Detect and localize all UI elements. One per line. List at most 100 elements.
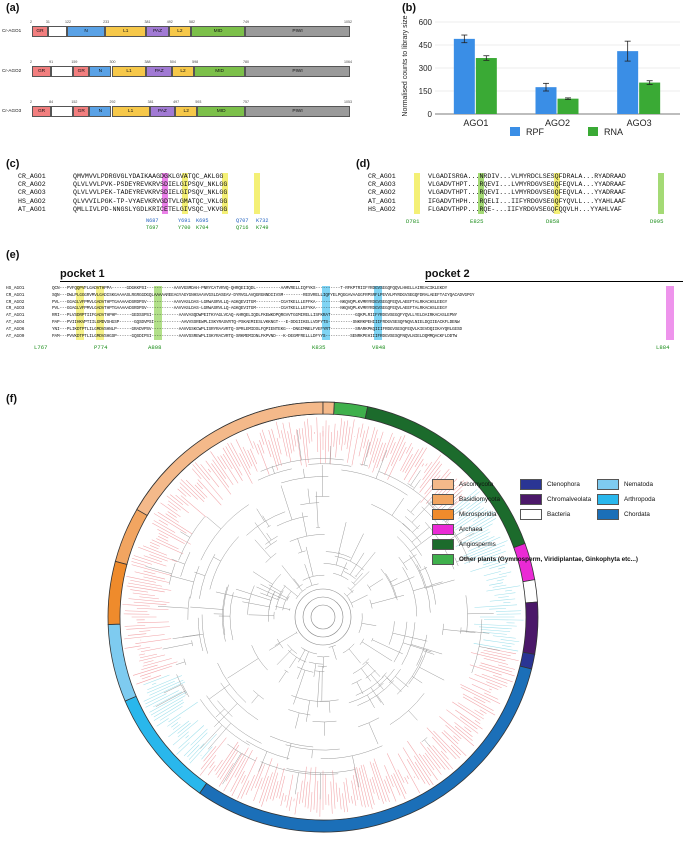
- internal-branch: [352, 755, 360, 788]
- domain-linker-2: [51, 106, 74, 117]
- leaf-branch: [474, 604, 517, 608]
- domain-N-0: N: [66, 26, 106, 37]
- leaf-branch: [310, 425, 313, 442]
- internal-branch: [416, 564, 431, 613]
- internal-branch: [268, 584, 282, 593]
- legend-label-RNA: RNA: [604, 127, 623, 137]
- domain-label: MID: [215, 69, 224, 74]
- leaf-branch: [332, 770, 336, 809]
- leaf-branch: [179, 486, 191, 497]
- leaf-branch: [211, 463, 230, 488]
- leaf-branch: [135, 638, 172, 644]
- leaf-branch: [489, 598, 516, 602]
- internal-branch: [286, 768, 355, 774]
- legend-swatch: [597, 494, 619, 505]
- internal-branch: [200, 724, 223, 749]
- internal-branch: [242, 601, 270, 608]
- y-tick-label: 150: [419, 87, 433, 96]
- internal-branch: [380, 568, 396, 598]
- highlight-column: [554, 173, 560, 214]
- leaf-branch: [280, 792, 284, 806]
- internal-branch: [479, 646, 500, 651]
- internal-branch: [284, 669, 289, 673]
- internal-branch: [271, 465, 275, 474]
- leaf-branch: [304, 781, 308, 808]
- leaf-branch: [131, 564, 172, 576]
- domain-label: L1: [123, 29, 129, 34]
- internal-branch: [253, 690, 264, 700]
- internal-branch: [371, 503, 411, 531]
- leaf-branch: [166, 495, 189, 514]
- protein-label-0: Cr-AGO1: [2, 28, 22, 33]
- domain-PAZ-1: PAZ: [146, 66, 172, 77]
- leaf-branch: [351, 780, 357, 806]
- domain-N-2: N: [89, 106, 112, 117]
- leaf-branch: [200, 754, 202, 756]
- legend-swatch: [432, 494, 454, 505]
- internal-branch: [409, 555, 426, 589]
- leaf-branch: [130, 579, 163, 587]
- internal-branch: [287, 644, 298, 654]
- leaf-branch: [143, 570, 156, 575]
- root-branch: [294, 588, 352, 646]
- leaf-branch: [453, 480, 465, 491]
- residue-label: Y691: [178, 218, 191, 224]
- internal-branch: [361, 641, 393, 662]
- leaf-branch: [158, 535, 169, 542]
- internal-branch: [410, 644, 443, 655]
- leaf-branch: [363, 764, 375, 805]
- leaf-branch: [489, 688, 492, 691]
- internal-branch: [406, 509, 415, 516]
- residue-label: P774: [94, 344, 108, 351]
- leaf-branch: [149, 679, 184, 696]
- leaf-branch: [460, 684, 501, 705]
- domain-GR-1: GR: [32, 66, 52, 77]
- leaf-branch: [462, 696, 496, 716]
- internal-branch: [411, 526, 430, 543]
- leaf-branch: [330, 781, 333, 814]
- domain-label: GR: [37, 109, 46, 114]
- leaf-branch: [385, 775, 397, 802]
- highlight-column: [374, 286, 382, 340]
- residue-label: D858: [546, 218, 560, 225]
- leaf-branch: [480, 662, 513, 673]
- panel-label-b: (b): [402, 2, 417, 14]
- leaf-branch: [176, 742, 190, 755]
- leaf-branch: [138, 653, 146, 656]
- internal-branch: [343, 592, 350, 600]
- internal-branch: [334, 555, 364, 571]
- leaf-branch: [177, 488, 187, 497]
- sequence-name: AT_AGO6: [6, 326, 25, 332]
- internal-branch: [358, 717, 380, 728]
- internal-branch: [172, 634, 204, 639]
- domain-linker-1: [51, 66, 74, 77]
- sequence: PAM---PVVKDTPTLILGMDVSHGSP------GQSDIPSI…: [52, 333, 458, 339]
- internal-branch: [371, 638, 374, 642]
- internal-branch: [389, 693, 425, 725]
- internal-branch: [223, 584, 229, 635]
- position-label: 381: [144, 20, 151, 24]
- leaf-branch: [335, 782, 338, 802]
- residue-label: Y700: [178, 225, 191, 231]
- internal-branch: [404, 516, 419, 530]
- leaf-branch: [152, 522, 191, 545]
- internal-branch: [389, 578, 398, 583]
- internal-branch: [442, 623, 444, 635]
- leaf-branch: [127, 633, 147, 636]
- internal-branch: [323, 563, 349, 570]
- leaf-branch: [230, 442, 253, 484]
- leaf-branch: [489, 608, 506, 610]
- leaf-branch: [130, 589, 149, 593]
- internal-branch: [209, 536, 239, 590]
- domain-label: N: [98, 69, 103, 74]
- leaf-branch: [448, 507, 485, 532]
- legend-swatch: [432, 479, 454, 490]
- internal-branch: [446, 520, 470, 563]
- pocket2-label: pocket 2: [425, 268, 470, 280]
- leaf-branch: [310, 792, 313, 812]
- leaf-branch: [426, 727, 457, 760]
- leaf-branch: [464, 726, 472, 733]
- leaf-branch: [479, 709, 487, 714]
